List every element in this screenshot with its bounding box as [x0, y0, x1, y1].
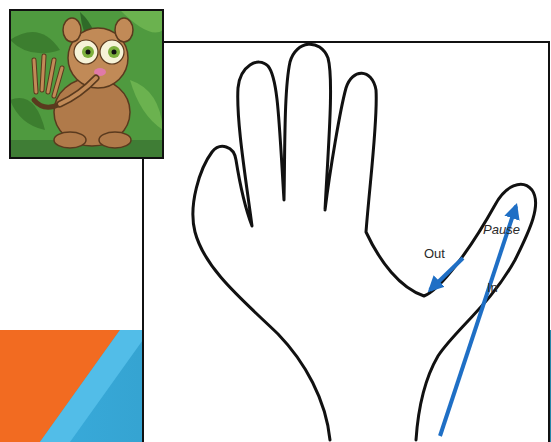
leaf	[10, 32, 60, 53]
jungle-background	[10, 10, 163, 158]
tarsier-iris	[82, 46, 94, 58]
tarsier-arm	[60, 78, 96, 104]
arrow-label: In	[487, 280, 498, 295]
inset-frame	[10, 10, 163, 158]
tarsier-ear	[63, 18, 81, 42]
light-blue-stripe	[40, 330, 150, 442]
hand-frame	[143, 42, 549, 442]
tarsier-foot	[54, 132, 86, 148]
tarsier-fingers	[34, 56, 62, 96]
tarsier-inset	[10, 10, 163, 158]
tarsier-foot	[99, 132, 131, 148]
in-arrow	[440, 206, 516, 436]
tarsier-raised-hand	[34, 56, 62, 107]
tarsier-eye	[100, 40, 124, 64]
tarsier-iris	[108, 46, 120, 58]
hand-outline	[193, 44, 536, 440]
arrow-label: Out	[424, 246, 445, 261]
out-arrow	[430, 258, 463, 290]
arrow-label: Pause	[483, 222, 520, 237]
tarsier-arm-fill	[60, 78, 96, 104]
tarsier-pupil	[112, 50, 117, 55]
tarsier-ear	[115, 18, 133, 42]
leaf	[130, 80, 163, 130]
tarsier-pupil	[86, 50, 91, 55]
tarsier-eye	[74, 40, 98, 64]
